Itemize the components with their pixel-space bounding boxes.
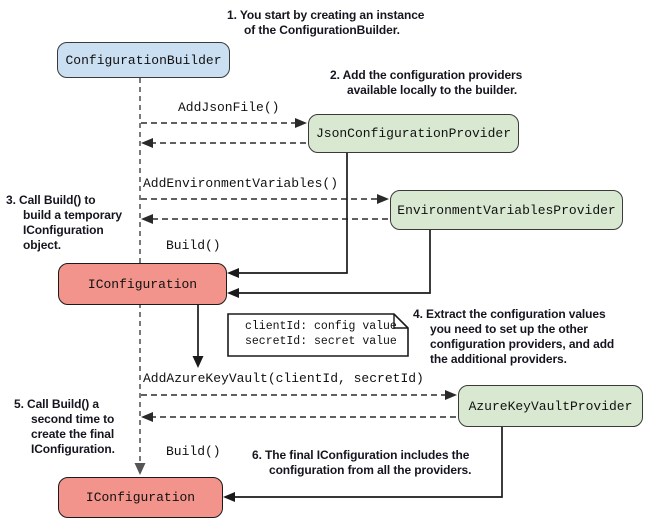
box-iconfiguration-temp-label: IConfiguration [87, 276, 198, 292]
label-build-1: Build() [166, 238, 221, 253]
note-text: clientId: config value secretId: secret … [245, 320, 397, 348]
annotation-step-4: 4. Extract the configuration values you … [413, 307, 615, 366]
connector-env-to-iconfiguration [237, 230, 431, 294]
box-json-configuration-provider: JsonConfigurationProvider [308, 114, 519, 153]
label-add-azure-key-vault: AddAzureKeyVault(clientId, secretId) [143, 371, 424, 386]
connector-json-to-iconfiguration [237, 153, 348, 274]
box-configuration-builder: ConfigurationBuilder [57, 42, 230, 78]
box-json-configuration-provider-label: JsonConfigurationProvider [315, 126, 512, 141]
box-azure-key-vault-provider: AzureKeyVaultProvider [458, 385, 643, 427]
label-build-2: Build() [166, 444, 221, 459]
label-add-json-file: AddJsonFile() [178, 100, 280, 115]
connector-azure-to-iconfiguration [233, 427, 503, 498]
box-configuration-builder-label: ConfigurationBuilder [65, 52, 222, 68]
note-outline [227, 313, 409, 357]
lifeline-end-arrow [134, 463, 146, 475]
box-environment-variables-provider-label: EnvironmentVariablesProvider [397, 202, 616, 218]
box-azure-key-vault-provider-label: AzureKeyVaultProvider [468, 398, 633, 414]
box-iconfiguration-final: IConfiguration [58, 477, 223, 518]
annotation-step-1: 1. You start by creating an instance of … [227, 8, 425, 37]
annotation-step-5: 5. Call Build() a second time to create … [14, 397, 115, 456]
annotation-step-3: 3. Call Build() to build a temporary ICo… [6, 193, 122, 252]
box-iconfiguration-final-label: IConfiguration [85, 490, 196, 505]
box-environment-variables-provider: EnvironmentVariablesProvider [390, 190, 623, 230]
annotation-step-2: 2. Add the configuration providers avail… [330, 68, 523, 97]
annotation-step-6: 6. The final IConfiguration includes the… [252, 448, 472, 477]
label-add-environment-variables: AddEnvironmentVariables() [143, 176, 339, 191]
box-iconfiguration-temp: IConfiguration [58, 263, 227, 305]
